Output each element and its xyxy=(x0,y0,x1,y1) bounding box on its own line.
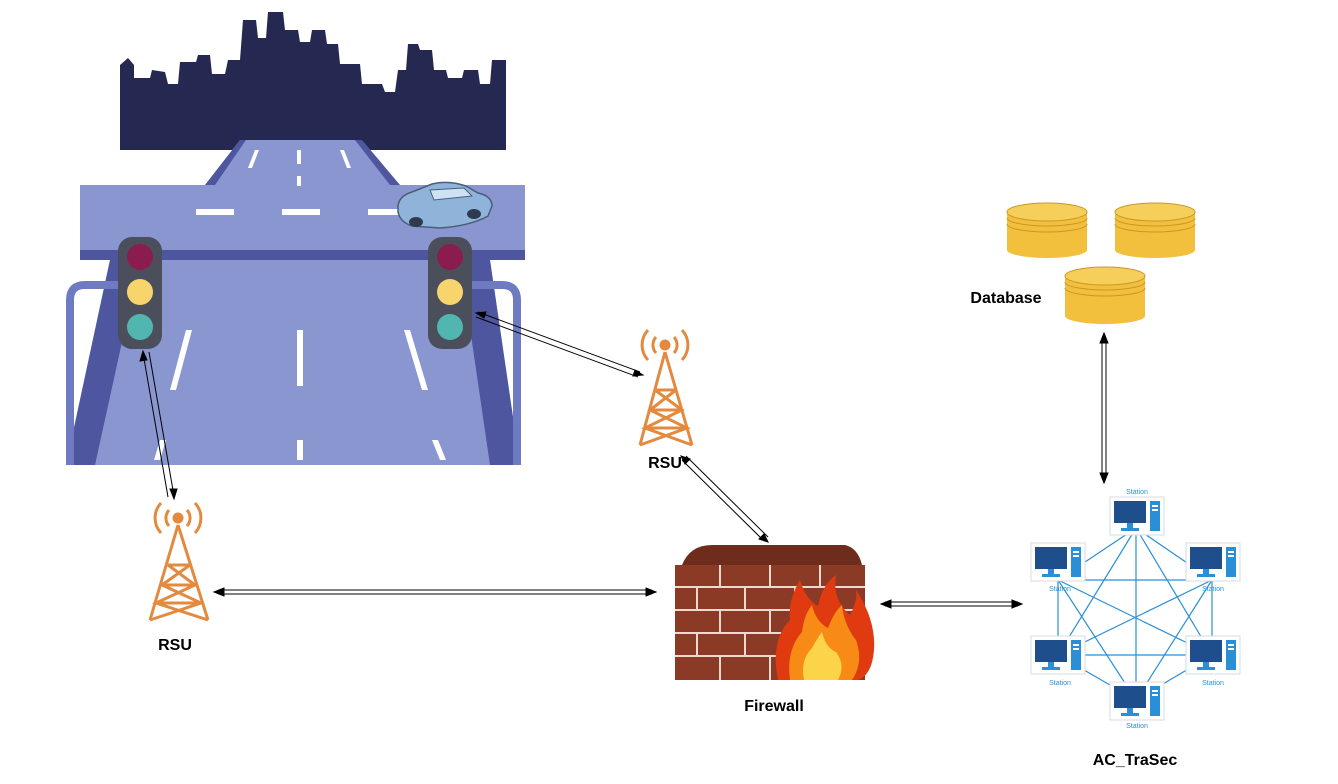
station-label: Station xyxy=(1049,586,1071,593)
traffic-light-right-icon xyxy=(428,237,472,349)
station-computer-icon xyxy=(1030,542,1086,582)
road-far-section xyxy=(205,140,400,185)
road-rail-left xyxy=(66,281,120,465)
database-cylinder-1 xyxy=(1006,202,1088,258)
link-rsu-top-firewall xyxy=(680,455,769,543)
link-rsu-left-firewall xyxy=(212,587,658,597)
lane-markings xyxy=(154,150,446,460)
flame-icon xyxy=(775,575,875,680)
station-computer-icon xyxy=(1109,496,1165,536)
city-skyline xyxy=(120,12,506,150)
rsu-tower-left-icon xyxy=(148,501,210,622)
rsu-top-label: RSU xyxy=(648,455,682,472)
station-label: Station xyxy=(1202,680,1224,687)
rsu-tower-top-icon xyxy=(638,328,694,447)
firewall-label: Firewall xyxy=(744,698,804,715)
station-label: Station xyxy=(1049,680,1071,687)
station-computer-icon xyxy=(1185,635,1241,675)
link-trafficlight-rsu-left xyxy=(139,349,178,501)
link-trafficlight-rsu-top xyxy=(474,311,645,378)
road-far-edge-right xyxy=(355,140,400,185)
traffic-light-left-icon xyxy=(118,237,162,349)
road-near-section xyxy=(66,260,520,465)
station-label: Station xyxy=(1202,586,1224,593)
road-far-edge-left xyxy=(205,140,246,185)
database-cylinder-3 xyxy=(1064,266,1146,324)
road-rail-right xyxy=(470,281,521,465)
firewall-icon xyxy=(675,545,875,680)
station-label: Station xyxy=(1126,489,1148,496)
station-computer-icon xyxy=(1185,542,1241,582)
car-icon xyxy=(397,181,493,229)
road-overpass-shadow xyxy=(80,250,525,260)
station-computer-icon xyxy=(1030,635,1086,675)
connectors xyxy=(139,311,1109,609)
link-database-network xyxy=(1099,331,1109,485)
database-label: Database xyxy=(970,290,1041,307)
link-firewall-network xyxy=(879,599,1024,609)
network-label: AC_TraSec xyxy=(1093,752,1178,769)
road-edge-right xyxy=(460,260,520,465)
station-label: Station xyxy=(1126,723,1148,730)
database-icon xyxy=(1006,202,1196,324)
database-cylinder-2 xyxy=(1114,202,1196,258)
rsu-left-label: RSU xyxy=(158,637,192,654)
city-road-scene xyxy=(66,12,525,465)
station-computer-icon xyxy=(1109,681,1165,721)
